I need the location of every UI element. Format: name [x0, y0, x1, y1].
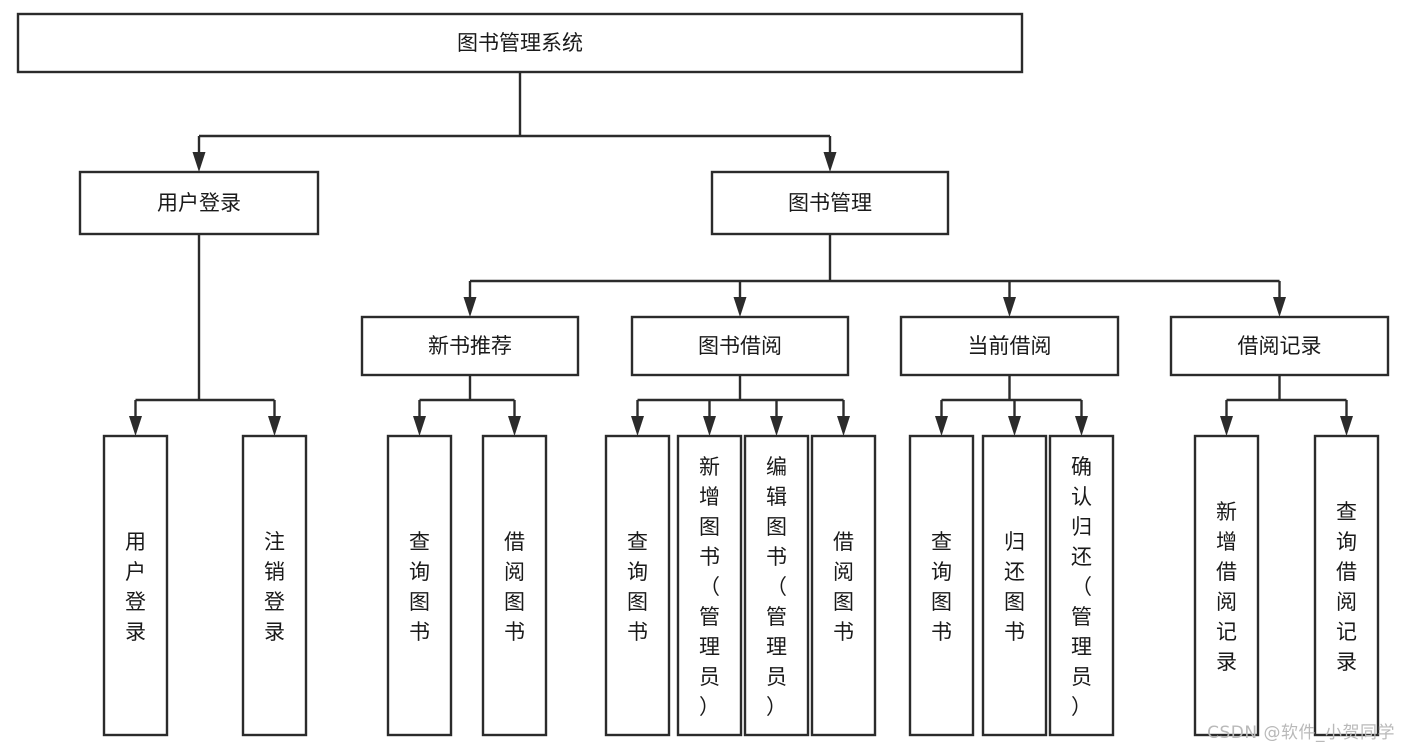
watermark-label: CSDN @软件_小贺同学: [1207, 723, 1395, 743]
node-label-leaf-add-book: 新增图书（管理员）: [699, 455, 720, 719]
node-label-leaf-query-record: 查询借阅记录: [1336, 500, 1357, 674]
node-box-leaf-add-book[interactable]: [676, 434, 743, 737]
node-layer: 图书管理系统用户登录图书管理新书推荐图书借阅当前借阅借阅记录用户登录注销登录查询…: [16, 12, 1390, 737]
node-leaf-add-record[interactable]: 新增借阅记录: [1193, 434, 1260, 737]
node-label-current-borrow: 当前借阅: [968, 334, 1052, 358]
connector-layer: [129, 72, 1353, 436]
node-label-leaf-edit-book: 编辑图书（管理员）: [766, 455, 787, 719]
node-leaf-edit-book[interactable]: 编辑图书（管理员）: [743, 434, 810, 737]
node-box-new-book-recommend[interactable]: [360, 315, 580, 377]
node-box-leaf-query-book-1[interactable]: [386, 434, 453, 737]
node-current-borrow[interactable]: 当前借阅: [899, 315, 1120, 377]
node-label-leaf-borrow-book-1: 借阅图书: [504, 530, 525, 644]
node-label-leaf-logout: 注销登录: [264, 530, 285, 644]
node-leaf-query-book-2[interactable]: 查询图书: [604, 434, 671, 737]
node-leaf-borrow-book-2[interactable]: 借阅图书: [810, 434, 877, 737]
node-leaf-add-book[interactable]: 新增图书（管理员）: [676, 434, 743, 737]
node-label-new-book-recommend: 新书推荐: [428, 334, 512, 358]
node-label-leaf-return-book: 归还图书: [1004, 530, 1025, 644]
node-leaf-logout[interactable]: 注销登录: [241, 434, 308, 737]
node-box-leaf-borrow-book-1[interactable]: [481, 434, 548, 737]
node-book-borrow[interactable]: 图书借阅: [630, 315, 850, 377]
node-leaf-query-record[interactable]: 查询借阅记录: [1313, 434, 1380, 737]
node-box-borrow-record[interactable]: [1169, 315, 1390, 377]
node-box-leaf-edit-book[interactable]: [743, 434, 810, 737]
node-box-leaf-add-record[interactable]: [1193, 434, 1260, 737]
node-new-book-recommend[interactable]: 新书推荐: [360, 315, 580, 377]
node-label-leaf-borrow-book-2: 借阅图书: [833, 530, 854, 644]
node-box-current-borrow[interactable]: [899, 315, 1120, 377]
node-label-leaf-confirm-return: 确认归还（管理员）: [1071, 455, 1092, 719]
node-label-leaf-user-login: 用户登录: [125, 530, 146, 644]
node-box-leaf-query-record[interactable]: [1313, 434, 1380, 737]
node-leaf-confirm-return[interactable]: 确认归还（管理员）: [1048, 434, 1115, 737]
node-leaf-query-book-1[interactable]: 查询图书: [386, 434, 453, 737]
node-box-leaf-user-login[interactable]: [102, 434, 169, 737]
node-box-leaf-query-book-2[interactable]: [604, 434, 671, 737]
node-leaf-query-book-3[interactable]: 查询图书: [908, 434, 975, 737]
node-label-book-manage: 图书管理: [788, 191, 872, 215]
node-box-leaf-return-book[interactable]: [981, 434, 1048, 737]
node-label-leaf-query-book-3: 查询图书: [931, 530, 952, 644]
node-label-leaf-add-record: 新增借阅记录: [1216, 500, 1237, 674]
node-leaf-return-book[interactable]: 归还图书: [981, 434, 1048, 737]
node-box-book-borrow[interactable]: [630, 315, 850, 377]
node-label-leaf-query-book-2: 查询图书: [627, 530, 648, 644]
node-box-leaf-query-book-3[interactable]: [908, 434, 975, 737]
node-leaf-borrow-book-1[interactable]: 借阅图书: [481, 434, 548, 737]
node-label-book-borrow: 图书借阅: [698, 334, 782, 358]
node-root[interactable]: 图书管理系统: [16, 12, 1024, 74]
node-box-root[interactable]: [16, 12, 1024, 74]
node-box-leaf-logout[interactable]: [241, 434, 308, 737]
node-borrow-record[interactable]: 借阅记录: [1169, 315, 1390, 377]
node-box-book-manage[interactable]: [710, 170, 950, 236]
node-box-leaf-borrow-book-2[interactable]: [810, 434, 877, 737]
node-user-login[interactable]: 用户登录: [78, 170, 320, 236]
node-label-user-login: 用户登录: [157, 191, 241, 215]
node-book-manage[interactable]: 图书管理: [710, 170, 950, 236]
node-box-user-login[interactable]: [78, 170, 320, 236]
node-label-leaf-query-book-1: 查询图书: [409, 530, 430, 644]
node-label-root: 图书管理系统: [457, 31, 583, 55]
node-leaf-user-login[interactable]: 用户登录: [102, 434, 169, 737]
node-label-borrow-record: 借阅记录: [1238, 334, 1322, 358]
node-box-leaf-confirm-return[interactable]: [1048, 434, 1115, 737]
